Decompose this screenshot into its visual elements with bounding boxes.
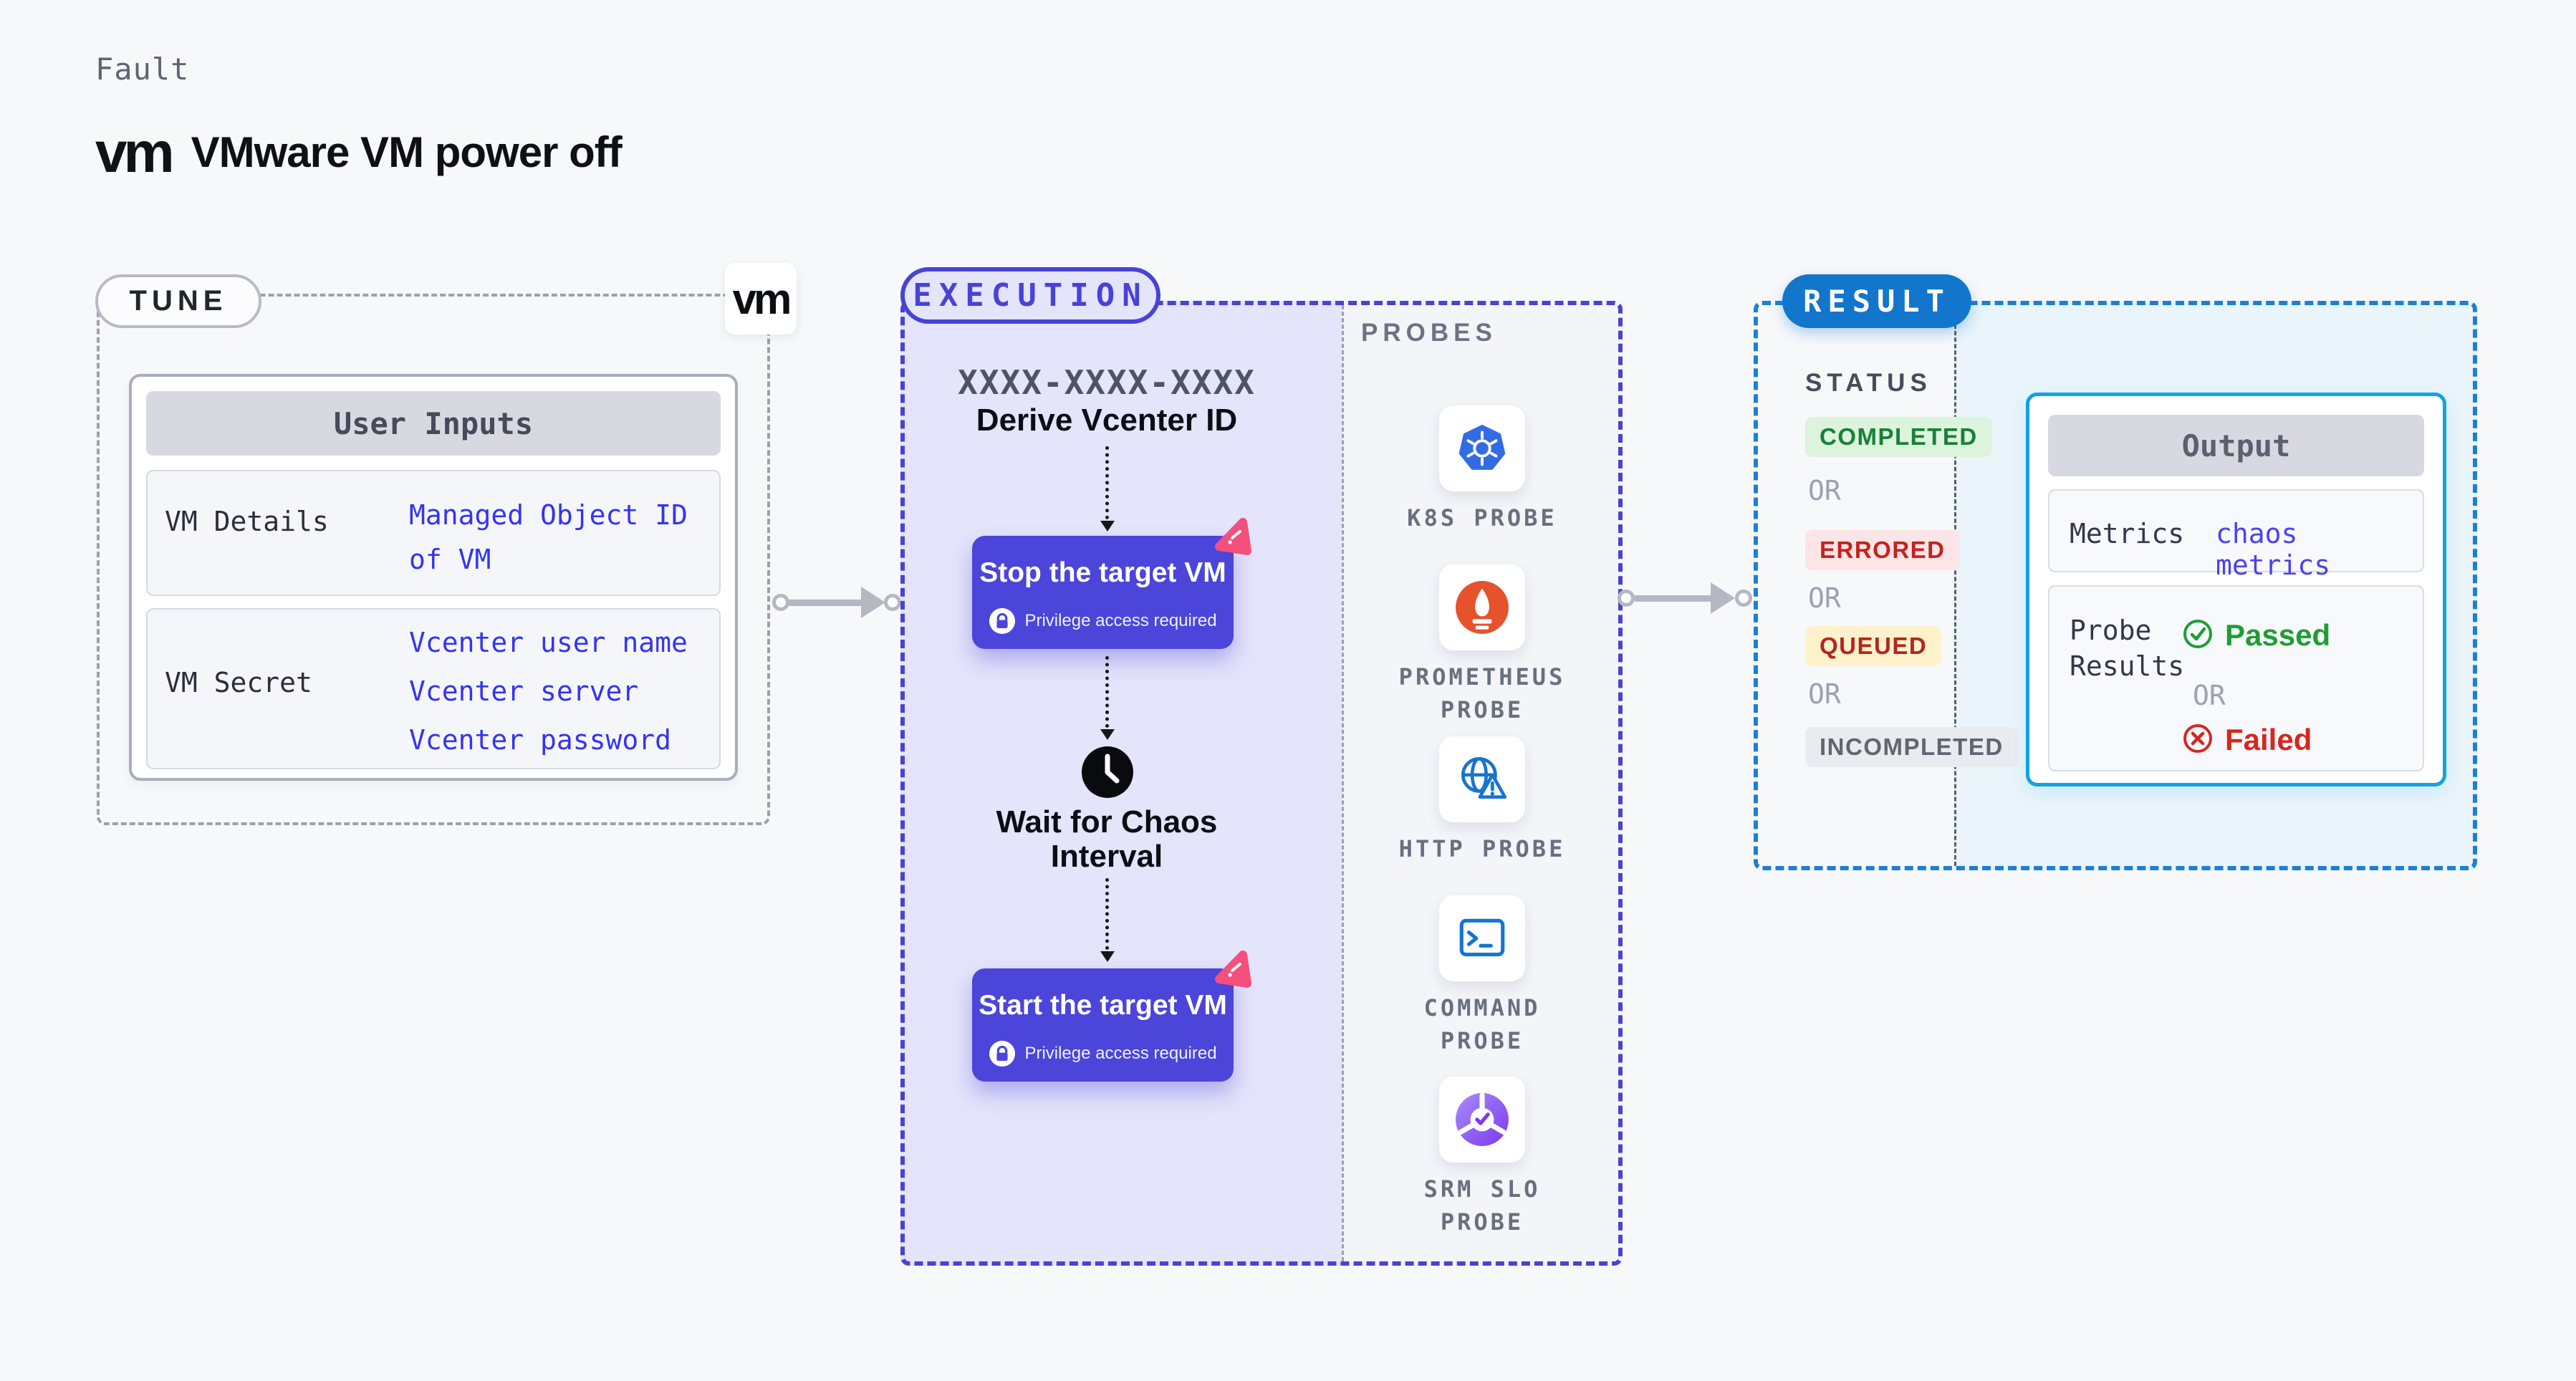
terminal-icon — [1459, 918, 1505, 957]
execution-to-result-arrow — [1618, 582, 1754, 615]
vcenter-server-value: Vcenter server — [409, 675, 639, 707]
start-target-vm-button[interactable]: Start the target VM Privilege access req… — [972, 968, 1234, 1082]
srm-slo-probe-label: SRM SLO PROBE — [1423, 1175, 1541, 1236]
status-or-1: OR — [1808, 475, 1841, 506]
user-inputs-header: User Inputs — [146, 391, 721, 456]
failed-x-icon — [2183, 724, 2212, 753]
flow-connector-2-arrowhead — [1100, 729, 1115, 740]
status-heading: STATUS — [1805, 369, 1932, 397]
passed-label: Passed — [2225, 618, 2331, 652]
slo-gauge-icon — [1456, 1092, 1509, 1146]
vm-secret-label: VM Secret — [165, 667, 312, 698]
vcenter-user-name-value: Vcenter user name — [409, 627, 688, 658]
execution-pill: EXECUTION — [900, 267, 1160, 324]
vcenter-password-value: Vcenter password — [409, 724, 672, 756]
result-dashed-border — [1754, 301, 2477, 870]
prometheus-probe-card[interactable] — [1439, 564, 1525, 650]
user-inputs-card: User Inputs VM Details Managed Object ID… — [129, 374, 738, 781]
user-inputs-title: User Inputs — [333, 405, 534, 441]
tune-pill-label: TUNE — [129, 285, 228, 317]
experiment-id-placeholder: XXXX-XXXX-XXXX — [958, 363, 1256, 402]
vmware-vendor-card: vm — [725, 263, 797, 335]
vm-secret-values: Vcenter user name Vcenter server Vcenter… — [409, 618, 717, 764]
execution-dashed-border — [900, 301, 1623, 1266]
wait-chaos-interval-step: Wait for Chaos Interval — [996, 804, 1218, 874]
tune-to-execution-arrow — [772, 586, 903, 619]
command-probe-label: COMMAND PROBE — [1423, 994, 1541, 1054]
probes-heading: PROBES — [1361, 319, 1497, 347]
page-title: VMware VM power off — [191, 128, 623, 176]
metrics-value: chaos metrics — [2216, 518, 2331, 581]
stop-target-vm-label: Stop the target VM — [979, 557, 1226, 588]
tune-dashed-border — [97, 294, 770, 825]
lock-icon — [989, 1040, 1016, 1067]
flow-connector-3 — [1105, 878, 1109, 950]
result-pill: RESULT — [1782, 274, 1971, 328]
output-card: Output Metrics chaos metrics Probe Resul… — [2026, 393, 2446, 786]
flow-connector-1-arrowhead — [1100, 521, 1115, 531]
probe-results-or: OR — [2193, 680, 2226, 711]
prometheus-icon — [1456, 581, 1509, 634]
probe-results-row: Probe Results Passed OR Failed — [2048, 585, 2424, 771]
metrics-row: Metrics chaos metrics — [2048, 489, 2424, 581]
status-or-3: OR — [1808, 678, 1841, 710]
status-badge-queued: QUEUED — [1805, 626, 1942, 666]
tune-section: TUNE vm User Inputs VM Details Managed O… — [95, 263, 806, 836]
execution-section: EXECUTION XXXX-XXXX-XXXX Derive Vcenter … — [900, 263, 1623, 1273]
status-badge-errored: ERRORED — [1805, 530, 1960, 570]
command-probe-card[interactable] — [1439, 895, 1525, 981]
result-pill-label: RESULT — [1803, 284, 1951, 319]
http-probe-label: HTTP PROBE — [1398, 835, 1566, 862]
probe-results-label: Probe Results — [2070, 615, 2185, 682]
vm-details-row: VM Details Managed Object ID of VM — [146, 470, 721, 596]
result-section: RESULT STATUS COMPLETED OR ERRORED OR QU… — [1754, 263, 2477, 879]
chaos-icon — [1215, 951, 1251, 988]
status-or-2: OR — [1808, 582, 1841, 614]
page-header: Fault vm VMware VM power off — [95, 52, 1098, 181]
clock-icon — [1082, 746, 1133, 798]
status-badge-completed: COMPLETED — [1805, 417, 1992, 457]
vm-details-value: Managed Object ID of VM — [409, 499, 688, 575]
stop-privilege-badge: Privilege access required — [1024, 611, 1217, 630]
vmware-logo-icon: vm — [95, 120, 175, 184]
fault-eyebrow: Fault — [95, 52, 190, 87]
vm-secret-row: VM Secret Vcenter user name Vcenter serv… — [146, 608, 721, 769]
chaos-icon — [1215, 518, 1251, 555]
flow-connector-1 — [1105, 446, 1109, 519]
passed-check-icon — [2183, 620, 2212, 648]
tune-pill: TUNE — [95, 274, 261, 328]
probes-divider — [1342, 305, 1344, 1261]
output-title: Output — [2181, 428, 2291, 463]
derive-vcenter-step: Derive Vcenter ID — [976, 403, 1238, 438]
http-probe-card[interactable] — [1439, 736, 1525, 822]
result-divider — [1954, 305, 1956, 866]
flow-connector-3-arrowhead — [1100, 951, 1115, 962]
vm-details-label: VM Details — [165, 506, 329, 537]
srm-slo-probe-card[interactable] — [1439, 1077, 1525, 1163]
flow-connector-2 — [1105, 656, 1109, 728]
output-header: Output — [2048, 415, 2424, 476]
failed-label: Failed — [2225, 723, 2312, 756]
metrics-label: Metrics — [2070, 518, 2185, 549]
k8s-probe-label: K8S PROBE — [1407, 504, 1557, 531]
stop-target-vm-button[interactable]: Stop the target VM Privilege access requ… — [972, 536, 1234, 649]
http-globe-icon — [1461, 756, 1507, 799]
prometheus-probe-label: PROMETHEUS PROBE — [1398, 663, 1566, 723]
lock-icon — [989, 607, 1016, 635]
start-target-vm-label: Start the target VM — [979, 990, 1227, 1021]
k8s-probe-card[interactable] — [1439, 405, 1525, 491]
kubernetes-icon — [1458, 424, 1506, 470]
execution-pill-label: EXECUTION — [913, 277, 1148, 314]
vmware-vendor-logo-icon: vm — [732, 274, 792, 323]
status-badge-incompleted: INCOMPLETED — [1805, 727, 2018, 767]
start-privilege-badge: Privilege access required — [1024, 1044, 1217, 1063]
